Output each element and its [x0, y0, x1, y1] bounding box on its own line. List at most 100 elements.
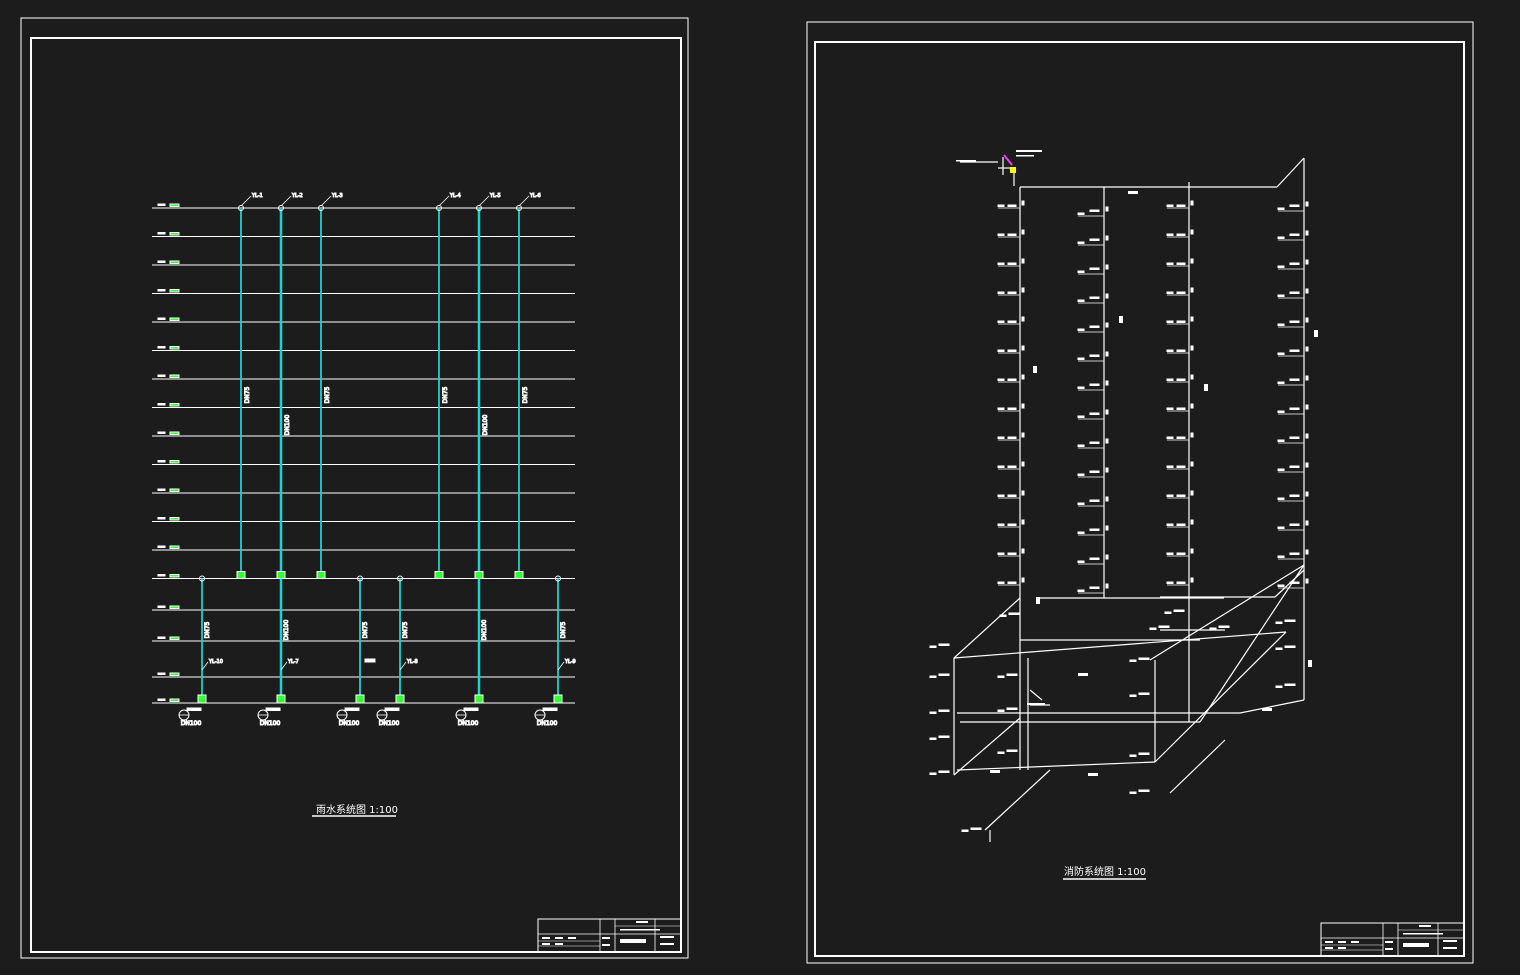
hydrant-tag [1007, 523, 1017, 526]
base-tag [1149, 627, 1157, 630]
hydrant-mark [1105, 409, 1109, 415]
hydrant-tag [1277, 439, 1285, 442]
hydrant-mark [1021, 577, 1025, 583]
hydrant-mark [1190, 548, 1194, 554]
floor-fitting [169, 260, 180, 264]
hydrant-tag [1289, 523, 1300, 526]
riser-size-label: DN100 [482, 415, 489, 436]
outlet-fitting [355, 694, 365, 704]
left-risers [178, 195, 565, 721]
hydrant-mark [1305, 346, 1309, 352]
hydrant-tag [1289, 581, 1300, 584]
hydrant-tag [1176, 349, 1186, 352]
base-tag [938, 643, 950, 646]
hydrant-tag [1077, 357, 1085, 360]
hydrant-tag [1089, 470, 1100, 473]
hydrant-tag [1007, 581, 1017, 584]
hydrant-tag [1077, 473, 1085, 476]
tag-leader [399, 661, 407, 671]
hydrant-mark [1021, 258, 1025, 264]
floor-tag [157, 698, 166, 701]
floor-tag [157, 346, 166, 349]
base-tag [970, 827, 982, 830]
base-tag [1006, 749, 1018, 752]
base-tag [1129, 754, 1137, 757]
hydrant-tag [1176, 436, 1186, 439]
hydrant-tag [997, 494, 1005, 497]
floor-fitting [169, 460, 180, 464]
hydrant-mark [1021, 229, 1025, 235]
base-tag [1138, 789, 1150, 792]
hydrant-tag [1007, 291, 1017, 294]
floor-tag [157, 605, 166, 608]
hydrant-mark [1305, 288, 1309, 294]
hydrant-tag [997, 436, 1005, 439]
hydrant-mark [1021, 461, 1025, 467]
hydrant-tag [997, 291, 1005, 294]
outlet-size-label: DN100 [260, 720, 281, 727]
base-tag [997, 709, 1005, 712]
riser-tag-top: YL-5 [489, 193, 501, 199]
riser-bend-fitting [514, 571, 524, 579]
hydrant-tag [1077, 270, 1085, 273]
outlet-fitting [395, 694, 405, 704]
hydrant-mark [1105, 583, 1109, 589]
floor-fitting [169, 346, 180, 350]
hydrant-mark [1190, 258, 1194, 264]
left-sheet-title: 雨水系统图 1:100 [312, 803, 398, 817]
hydrant-mark [1021, 519, 1025, 525]
drain-inlet [199, 575, 205, 582]
fire-hydrant-tags [929, 200, 1309, 832]
hydrant-tag [1077, 444, 1085, 447]
hydrant-mark [1190, 229, 1194, 235]
hydrant-tag [1077, 328, 1085, 331]
floor-tag [157, 203, 166, 206]
base-tag [938, 673, 950, 676]
base-tag [938, 735, 950, 738]
hydrant-tag [1007, 407, 1017, 410]
outlet-fitting [197, 694, 207, 704]
hydrant-tag [1007, 320, 1017, 323]
riser-tag-top: YL-6 [529, 193, 541, 199]
outlet-tag [265, 707, 281, 711]
base-tag [1008, 612, 1020, 615]
hydrant-mark [1105, 322, 1109, 328]
floor-fitting [169, 488, 180, 492]
hydrant-tag [1166, 407, 1174, 410]
hydrant-tag [1007, 552, 1017, 555]
left-title-block [537, 918, 682, 953]
base-tag [1218, 625, 1230, 628]
hydrant-tag [1176, 233, 1186, 236]
outlet-fitting [474, 694, 484, 704]
hydrant-tag [1166, 552, 1174, 555]
hydrant-mark [1305, 578, 1309, 584]
hydrant-tag [1289, 320, 1300, 323]
right-title-block-frame [1320, 922, 1465, 957]
hydrant-tag [1077, 589, 1085, 592]
floor-tag [157, 374, 166, 377]
riser-size-label-lower: DN75 [560, 621, 567, 638]
base-tag [1275, 621, 1283, 624]
base-tag [929, 772, 937, 775]
hydrant-tag [1289, 494, 1300, 497]
floor-fitting [169, 672, 180, 676]
hydrant-tag [1089, 557, 1100, 560]
hydrant-tag [1277, 236, 1285, 239]
floor-tag [157, 317, 166, 320]
hydrant-tag [1007, 494, 1017, 497]
hydrant-mark [1105, 554, 1109, 560]
base-tag [961, 829, 969, 832]
hydrant-mark [1305, 491, 1309, 497]
floor-fitting [169, 374, 180, 378]
hydrant-mark [1105, 496, 1109, 502]
base-tag [1275, 685, 1283, 688]
floor-fitting [169, 203, 180, 207]
floor-tag [157, 460, 166, 463]
hydrant-tag [997, 349, 1005, 352]
tag-leader [478, 195, 490, 207]
hydrant-tag [1176, 291, 1186, 294]
riser-tag-lower: YL-10 [208, 659, 223, 665]
hydrant-tag [1089, 325, 1100, 328]
outlet-tag [463, 707, 479, 711]
